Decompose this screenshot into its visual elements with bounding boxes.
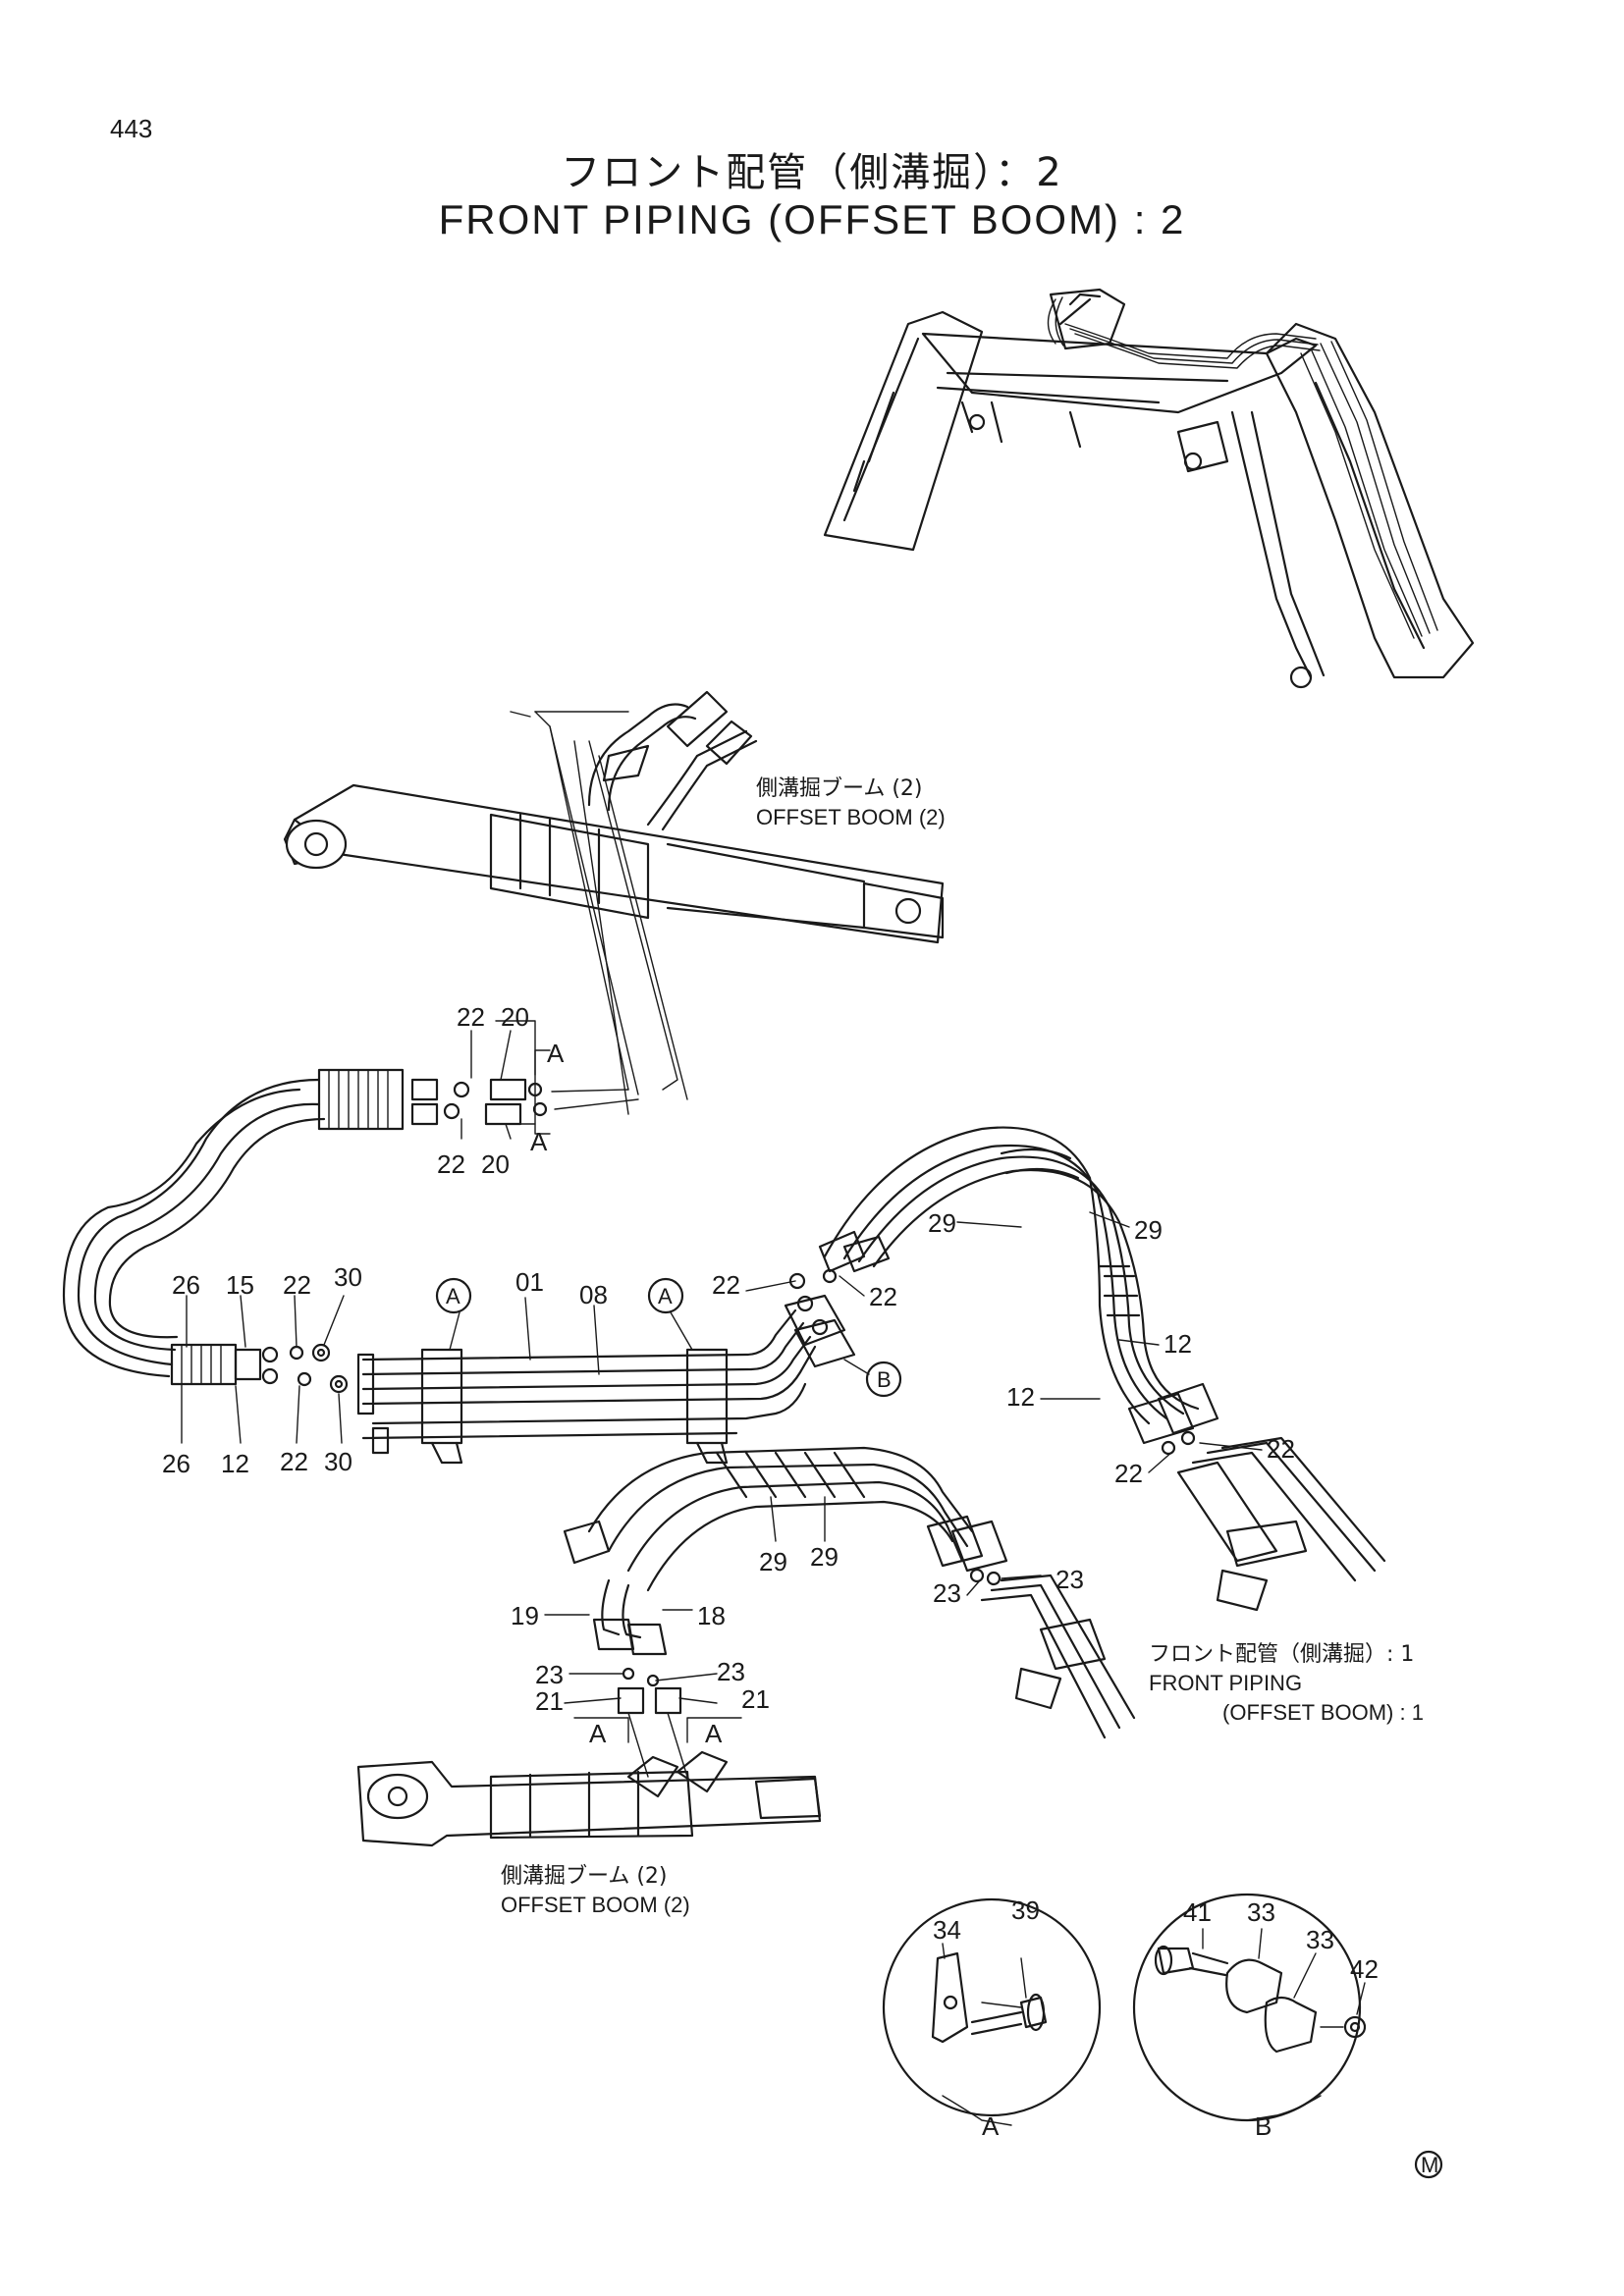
boom-assembly-overview: [823, 288, 1475, 689]
callout-22: 22: [437, 1149, 465, 1179]
callout-22: 22: [457, 1002, 485, 1032]
upper-leader-lines: [510, 711, 688, 1115]
callout-20: 20: [481, 1149, 510, 1179]
callout-A: A: [530, 1127, 548, 1156]
callout-29: 29: [1134, 1215, 1163, 1245]
callout-29: 29: [759, 1547, 787, 1576]
callout-23: 23: [1056, 1565, 1084, 1594]
callout-33: 33: [1306, 1925, 1334, 1954]
detail-circle-a: [882, 1897, 1102, 2117]
callout-39: 39: [1011, 1896, 1040, 1925]
callout-23: 23: [933, 1578, 961, 1608]
lower-boom-cylinder: [356, 1750, 822, 1847]
callout-15: 15: [226, 1270, 254, 1300]
callout-A: A: [547, 1039, 565, 1068]
callout-21: 21: [535, 1686, 564, 1716]
callout-23: 23: [535, 1660, 564, 1689]
callout-21: 21: [741, 1684, 770, 1714]
callout-22: 22: [1114, 1459, 1143, 1488]
callout-29: 29: [810, 1542, 839, 1572]
callout-12: 12: [1164, 1329, 1192, 1359]
label-offset-boom-top-jp: 側溝掘ブーム (2): [756, 776, 923, 801]
upper-cylinder-pipes: [587, 690, 758, 831]
right-arch-hoses: [818, 1126, 1386, 1612]
upper-boom-cylinder: [283, 783, 945, 944]
callout-22: 22: [280, 1447, 308, 1476]
upper-fittings: [410, 1020, 639, 1126]
callout-33: 33: [1247, 1897, 1275, 1927]
label-front-piping-ref-jp: フロント配管（側溝掘）: 1: [1149, 1642, 1414, 1667]
label-detail-a: A: [982, 2111, 1000, 2141]
balloon-A: A: [658, 1284, 673, 1308]
text-labels: 側溝掘ブーム (2) OFFSET BOOM (2) フロント配管（側溝掘）: …: [162, 776, 1438, 2177]
main-pipe-assembly: [356, 1268, 856, 1465]
title-english: FRONT PIPING (OFFSET BOOM) : 2: [438, 196, 1186, 242]
title-japanese: フロント配管（側溝掘）：2: [561, 150, 1063, 195]
callout-22: 22: [712, 1270, 740, 1300]
balloon-B: B: [877, 1367, 892, 1392]
callout-41: 41: [1183, 1897, 1212, 1927]
label-marker-m: M: [1421, 2153, 1438, 2177]
callout-A: A: [705, 1719, 723, 1748]
callout-leaders: [181, 1030, 1366, 2126]
balloon-A: A: [446, 1284, 460, 1308]
label-offset-boom-bottom-jp: 側溝掘ブーム (2): [501, 1864, 668, 1889]
callout-29: 29: [928, 1208, 956, 1238]
callout-18: 18: [697, 1601, 726, 1630]
callout-01: 01: [515, 1267, 544, 1297]
lower-arch-hoses: [563, 1446, 1136, 1739]
callout-30: 30: [324, 1447, 352, 1476]
callout-12: 12: [1006, 1382, 1035, 1412]
callout-08: 08: [579, 1280, 608, 1309]
callout-22: 22: [283, 1270, 311, 1300]
callout-26: 26: [162, 1449, 190, 1478]
callout-22: 22: [1267, 1434, 1295, 1464]
callout-42: 42: [1350, 1954, 1379, 1984]
label-front-piping-ref-en2: (OFFSET BOOM) : 1: [1222, 1700, 1424, 1725]
label-front-piping-ref-en1: FRONT PIPING: [1149, 1671, 1302, 1695]
label-offset-boom-bottom-en: OFFSET BOOM (2): [501, 1893, 690, 1917]
callout-22: 22: [869, 1282, 897, 1311]
label-offset-boom-top-en: OFFSET BOOM (2): [756, 805, 946, 829]
callout-26: 26: [172, 1270, 200, 1300]
callout-34: 34: [933, 1915, 961, 1945]
callout-12: 12: [221, 1449, 249, 1478]
balloons: [435, 1277, 1443, 2179]
label-detail-b: B: [1255, 2111, 1272, 2141]
callout-A: A: [589, 1719, 607, 1748]
page-number: 443: [110, 114, 153, 143]
left-loop-hoses: [62, 1068, 405, 1394]
callout-20: 20: [501, 1002, 529, 1032]
callout-23: 23: [717, 1657, 745, 1686]
callout-30: 30: [334, 1262, 362, 1292]
callout-19: 19: [511, 1601, 539, 1630]
